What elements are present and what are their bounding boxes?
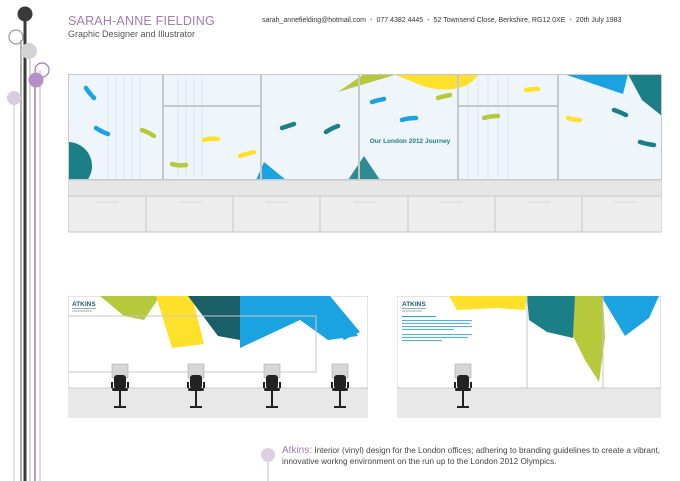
contact-line: sarah_annefielding@hotmail.com•077 4382 …: [262, 17, 622, 24]
atkins-logo-right: ATKINS: [402, 301, 426, 308]
address: 52 Townsend Close, Berkshire, RG12 0XE: [433, 17, 566, 24]
journey-text: Our London 2012 Journey: [370, 138, 451, 145]
caption-dot: [261, 448, 275, 481]
designer-role: Graphic Designer and Illustrator: [68, 29, 196, 39]
dot-dark: [17, 6, 33, 22]
project-caption: Atkins: Interior (vinyl) design for the …: [282, 445, 674, 467]
top-wall-render: Our London 2012 Journey: [68, 74, 662, 233]
bottom-right-render: ATKINS: [397, 296, 661, 418]
phone: 077 4382 4445: [376, 17, 424, 24]
decorative-lines: [7, 6, 50, 481]
email: sarah_annefielding@hotmail.com: [262, 17, 366, 24]
atkins-logo-left: ATKINS: [72, 301, 96, 308]
caption-text: Interior (vinyl) design for the London o…: [282, 446, 661, 466]
date-of-birth: 20th July 1983: [575, 17, 622, 24]
company-name: Atkins:: [282, 445, 313, 456]
designer-name: SARAH-ANNE FIELDING: [68, 14, 215, 28]
bottom-left-render: ATKINS: [68, 296, 368, 418]
